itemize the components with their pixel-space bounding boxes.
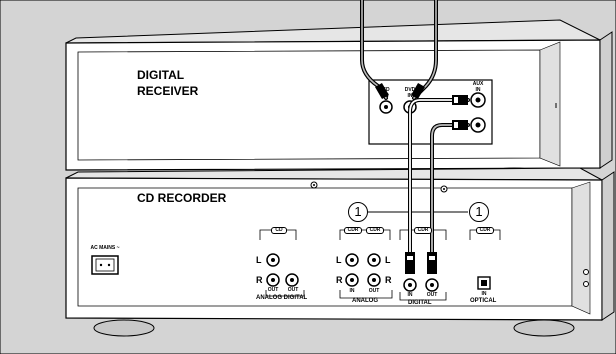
callout-1-right: 1 — [469, 202, 489, 222]
cd-out-label: OUT — [267, 287, 279, 293]
cd-in-label-top: CD — [382, 87, 390, 93]
cd-badge: CD — [271, 227, 287, 234]
aux-in-label-bottom: IN — [475, 87, 481, 93]
recorder-title: CD RECORDER — [137, 191, 227, 205]
cdr-right-label-out: R — [385, 275, 392, 285]
cd-analog-digital-label: ANALOG DIGITAL — [256, 295, 308, 301]
cdr-badge-optical: CDR — [476, 227, 494, 234]
optical-label: OPTICAL — [470, 298, 497, 304]
cdr-digital-out-label: OUT — [426, 292, 438, 298]
cdr-analog-in-label: IN — [349, 288, 355, 294]
dvd-in-label-top: DVD — [404, 87, 416, 93]
callout-1-left: 1 — [348, 202, 368, 222]
cd-digital-out-label: OUT — [287, 287, 299, 293]
cd-in-label-bottom: IN — [383, 93, 389, 99]
digital-receiver — [65, 19, 613, 189]
cd-left-label: L — [256, 255, 262, 265]
cd-recorder — [65, 167, 615, 337]
receiver-title-line2: RECEIVER — [137, 84, 199, 98]
cables — [360, 0, 470, 274]
cdr-badge-digital: CDR — [414, 227, 432, 234]
cdr-right-label: R — [336, 275, 343, 285]
receiver-title-line1: DIGITAL — [137, 68, 185, 82]
cdr-digital-label: DIGITAL — [408, 300, 432, 306]
aux-in-label-top: AUX — [472, 81, 484, 87]
cdr-badge-analog-out: CDR — [366, 227, 384, 234]
optical-in-label: IN — [481, 291, 487, 297]
cdr-analog-label: ANALOG — [352, 298, 378, 304]
dvd-in-label-bottom: IN — [407, 93, 413, 99]
cdr-digital-in-label: IN — [407, 292, 413, 298]
ac-mains-label: AC MAINS ~ — [90, 245, 120, 251]
cdr-analog-out-label: OUT — [368, 288, 380, 294]
cd-right-label: R — [256, 275, 263, 285]
cdr-left-label-out: L — [385, 255, 391, 265]
cdr-badge-analog-in: CDR — [344, 227, 362, 234]
cdr-left-label: L — [336, 255, 342, 265]
